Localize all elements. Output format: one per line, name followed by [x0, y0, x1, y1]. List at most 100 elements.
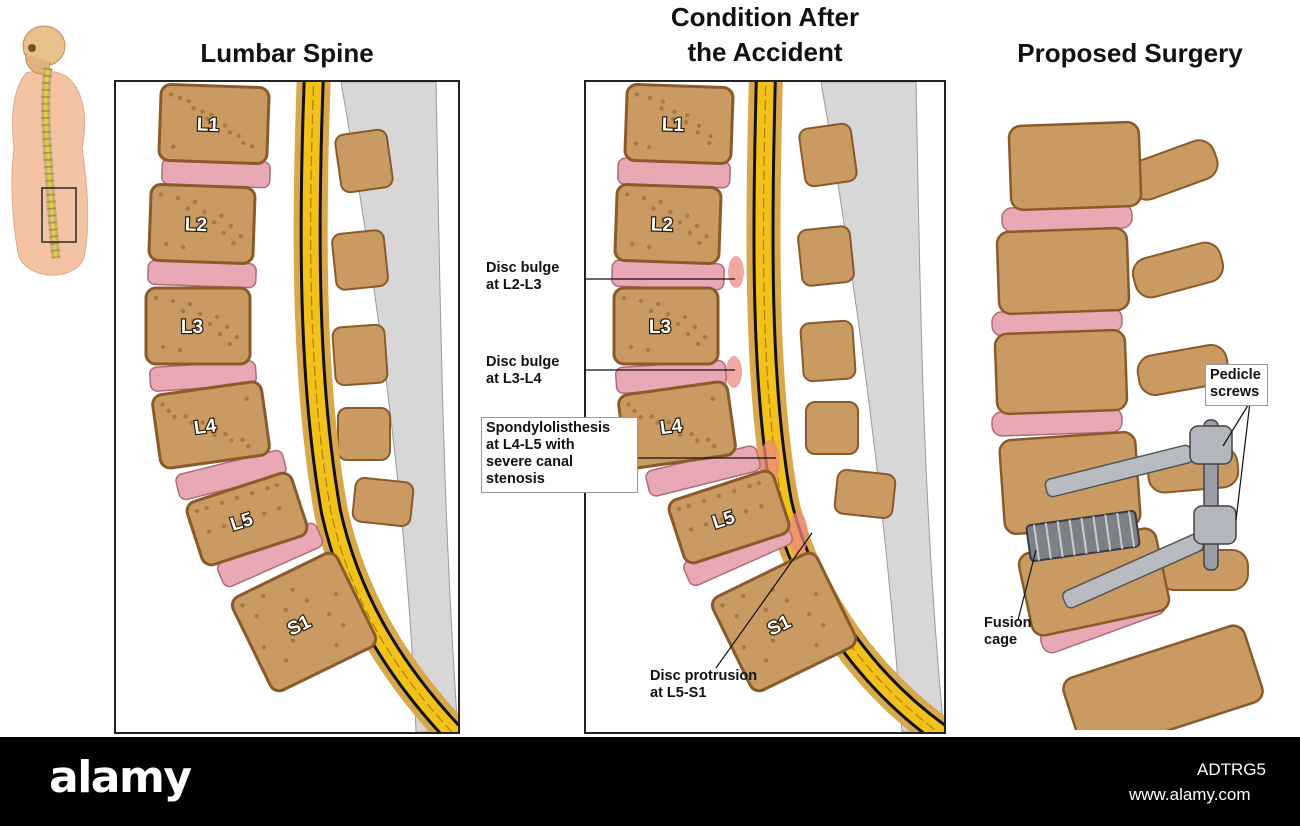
cage-rib — [1128, 511, 1136, 548]
spinous-process — [351, 476, 415, 528]
facet-process — [1131, 241, 1225, 299]
bone-pore — [326, 611, 332, 617]
bone-pore — [297, 618, 303, 623]
bone-pore — [283, 607, 288, 612]
bone-pore — [170, 144, 176, 149]
bone-pore — [229, 438, 234, 443]
cage-rib — [1068, 519, 1076, 556]
bone-pore — [686, 503, 691, 509]
cage-rib — [1056, 521, 1064, 558]
bone-pore — [713, 519, 718, 524]
vertebra-label-l3: L3 — [181, 317, 203, 338]
bone-pore — [250, 490, 255, 496]
bone-pore — [219, 213, 224, 218]
callout-disc-bulge-l2-l3: Disc bulge at L2-L3 — [486, 260, 560, 293]
bone-pore — [170, 298, 176, 304]
bone-pore — [187, 301, 193, 307]
vertebral-body: L4 — [151, 380, 271, 470]
vertebral-body: L2 — [147, 183, 257, 265]
callout-pedicle-screws: Pedicle screws — [1205, 364, 1268, 406]
bone-pore — [261, 644, 267, 650]
spinous-process — [797, 225, 855, 287]
bone-pore — [160, 344, 166, 350]
spinous-process — [798, 122, 858, 188]
bone-pore — [689, 431, 694, 437]
bone-pore — [204, 505, 209, 511]
vertebral-body-shape — [612, 286, 720, 366]
bone-pore — [221, 524, 227, 529]
bone-pore — [707, 140, 712, 146]
surgery-illustration — [978, 110, 1288, 730]
vertebral-body: L2 — [613, 183, 723, 265]
bone-pore — [341, 622, 346, 628]
bone-pore — [213, 119, 219, 125]
bone-pore — [685, 213, 690, 218]
vertebra-label-l3: L3 — [649, 317, 671, 338]
bone-pore — [153, 295, 159, 301]
bone-pore — [185, 206, 190, 211]
vertebral-body: L3 — [144, 286, 252, 366]
bone-pore — [624, 192, 630, 197]
bone-pore — [206, 426, 211, 431]
spinous-process — [331, 229, 389, 291]
vertebral-body-shape — [147, 183, 257, 265]
bone-pore — [274, 482, 280, 488]
bone-pore — [712, 443, 717, 449]
bone-pore — [728, 514, 734, 519]
bone-pore — [695, 341, 701, 347]
bone-pore — [227, 341, 233, 347]
bone-pore — [675, 321, 681, 327]
bone-pore — [209, 112, 214, 118]
inflammation — [728, 256, 744, 288]
screw-head — [1193, 505, 1237, 545]
bone-pore — [214, 314, 220, 320]
callout-disc-bulge-l3-l4: Disc bulge at L3-L4 — [486, 354, 560, 387]
bone-pore — [212, 432, 217, 437]
bone-pore — [668, 209, 673, 215]
bone-pore — [649, 414, 654, 419]
cage-rib — [1080, 517, 1088, 554]
bone-pore — [234, 495, 240, 501]
bone-pore — [661, 426, 666, 432]
bone-pore — [240, 603, 245, 608]
bone-pore — [647, 95, 653, 101]
bone-pore — [747, 483, 752, 489]
bone-pore — [191, 106, 196, 111]
bone-pore — [685, 113, 690, 118]
bone-pore — [638, 298, 644, 304]
bone-pore — [655, 301, 661, 307]
bone-pore — [677, 220, 683, 225]
cage-rib — [1032, 524, 1040, 561]
bone-pore — [702, 334, 708, 340]
vertebral-body — [1062, 624, 1264, 730]
bone-pore — [231, 521, 236, 526]
bone-pore — [290, 587, 295, 592]
bone-pore — [250, 144, 255, 149]
bone-pore — [646, 245, 652, 250]
vertebral-body-shape — [230, 551, 378, 693]
bone-pore — [166, 408, 171, 413]
condition-title-line2: the Accident — [687, 37, 843, 67]
bone-pore — [687, 230, 692, 235]
vertebra-label-l2: L2 — [650, 214, 673, 236]
bone-pore — [261, 593, 266, 599]
bone-pore — [710, 396, 715, 401]
bone-pore — [655, 420, 660, 425]
bone-pore — [678, 432, 683, 437]
bone-pore — [759, 504, 764, 509]
bone-pore — [696, 123, 702, 128]
vertebral-body — [993, 328, 1129, 416]
bone-pore — [694, 223, 700, 229]
bone-pore — [211, 220, 217, 225]
bone-pore — [206, 529, 212, 534]
vertebral-body: L3 — [612, 286, 720, 366]
vertebral-body — [1007, 120, 1143, 212]
bone-pore — [195, 426, 200, 432]
spinous-process — [805, 401, 859, 455]
bone-pore — [821, 622, 826, 628]
vertebral-body: L1 — [157, 82, 271, 166]
bone-pore — [265, 485, 270, 491]
bone-pore — [634, 92, 640, 97]
